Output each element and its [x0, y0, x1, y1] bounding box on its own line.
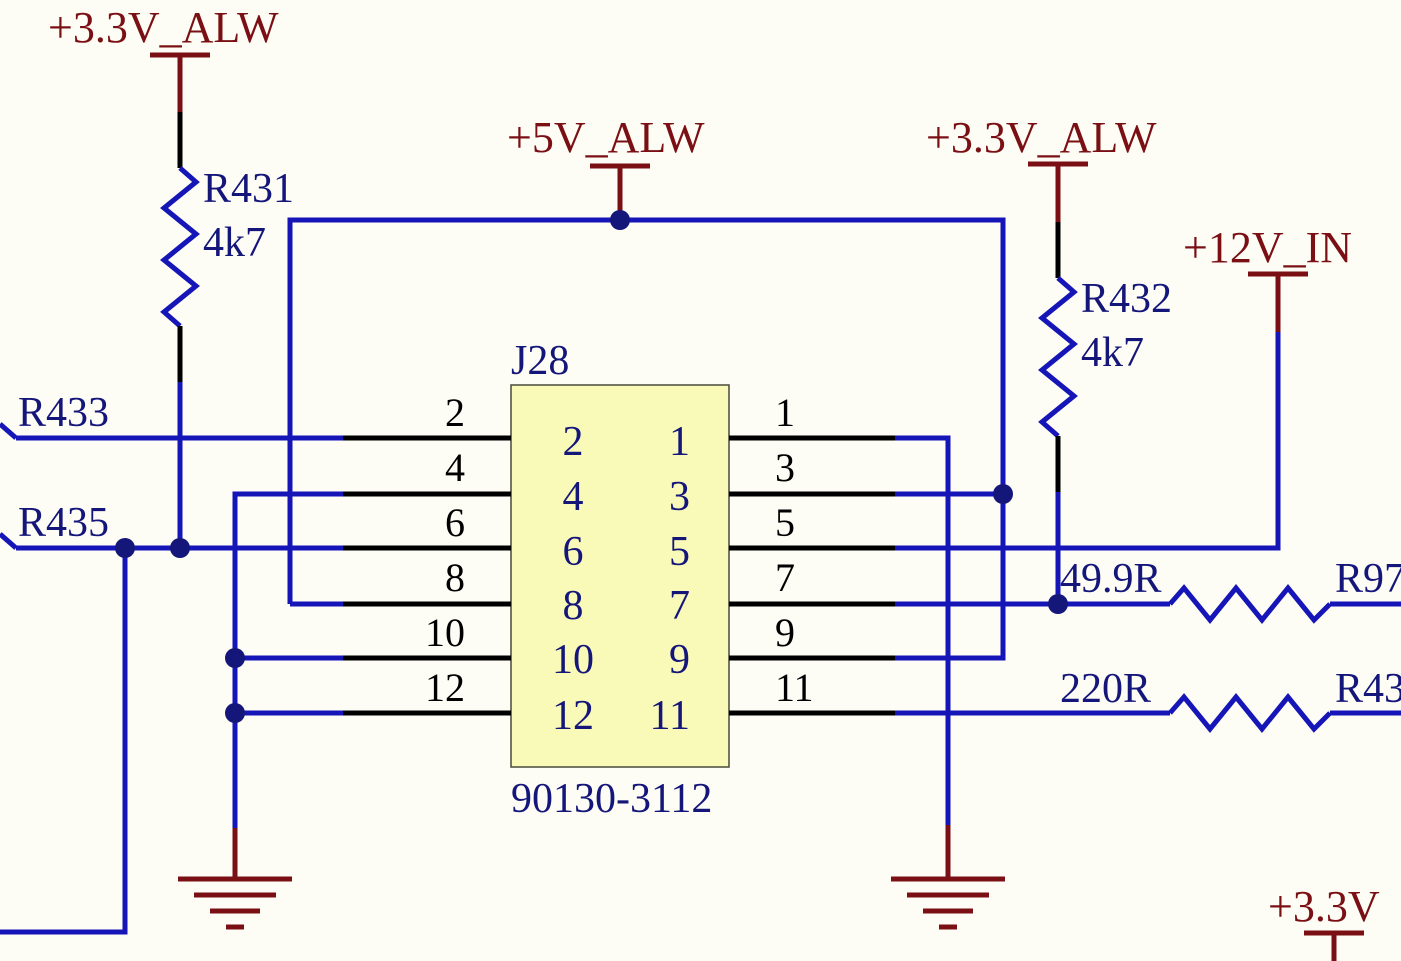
- r431-value-label: 4k7: [203, 220, 266, 266]
- ground-symbol-left: [178, 828, 292, 930]
- power-symbol-3v3-alw-left: +3.3V_ALW: [48, 3, 279, 168]
- junction-dot-r431: [170, 538, 190, 558]
- pin-number-outer: 1: [775, 390, 795, 435]
- power-symbol-5v-alw: +5V_ALW: [507, 113, 705, 218]
- power-label-5v-alw: +5V_ALW: [507, 113, 705, 162]
- power-label-3v3-bottom: +3.3V: [1268, 882, 1380, 931]
- junction-dot-pin3: [993, 484, 1013, 504]
- connector-ref-label: J28: [511, 338, 569, 384]
- pin-number-inner: 11: [650, 693, 690, 739]
- pin-number-outer: 12: [425, 665, 465, 710]
- r431-ref-label: R431: [203, 166, 294, 212]
- pin-number-inner: 2: [563, 419, 584, 465]
- pin-number-inner: 6: [563, 529, 584, 575]
- junction-dot-pin12: [225, 703, 245, 723]
- r432-value-label: 4k7: [1081, 330, 1144, 376]
- pin-number-outer: 4: [445, 445, 465, 490]
- junction-dot-r435: [115, 538, 135, 558]
- pin-number-outer: 3: [775, 445, 795, 490]
- power-symbol-3v3-bottom: +3.3V: [1268, 882, 1380, 961]
- junction-dot-pin10: [225, 648, 245, 668]
- pin-number-outer: 5: [775, 500, 795, 545]
- pin-number-outer: 11: [775, 665, 814, 710]
- connector-part-label: 90130-3112: [511, 776, 712, 822]
- pin-number-outer: 2: [445, 390, 465, 435]
- r432-ref-label: R432: [1081, 276, 1172, 322]
- r97-ref-label: R97: [1335, 556, 1401, 602]
- net-gnd-right: [895, 435, 951, 825]
- pin-number-outer: 8: [445, 555, 465, 600]
- pin-number-inner: 3: [669, 474, 690, 520]
- r97-value-label: 49.9R: [1060, 556, 1162, 602]
- net-gnd-left: [225, 491, 343, 828]
- ground-symbol-right: [891, 825, 1005, 930]
- r43-ref-label: R43: [1335, 666, 1401, 712]
- power-symbol-12v-in: +12V_IN: [895, 223, 1352, 551]
- pin-number-inner: 5: [669, 529, 690, 575]
- r435-ref-label: R435: [18, 500, 109, 546]
- junction-dot-5v: [610, 210, 630, 230]
- power-label-12v-in: +12V_IN: [1183, 223, 1352, 272]
- connector-body: [510, 384, 730, 768]
- junction-dot-pin7: [1048, 594, 1068, 614]
- pin-number-inner: 12: [552, 693, 594, 739]
- pin-number-inner: 4: [563, 474, 584, 520]
- resistor-r432[interactable]: R432 4k7: [1038, 276, 1172, 604]
- r433-ref-label: R433: [18, 390, 109, 436]
- r43-value-label: 220R: [1060, 666, 1151, 712]
- power-label-3v3-alw-right: +3.3V_ALW: [926, 113, 1157, 162]
- pin-number-outer: 7: [775, 555, 795, 600]
- pin-number-outer: 9: [775, 610, 795, 655]
- net-r433: R433: [0, 390, 343, 441]
- pin-number-outer: 10: [425, 610, 465, 655]
- pin-number-inner: 9: [669, 637, 690, 683]
- pin-number-outer: 6: [445, 500, 465, 545]
- resistor-r431[interactable]: R431 4k7: [160, 166, 294, 548]
- resistor-r43[interactable]: 220R R43: [1060, 666, 1401, 733]
- power-symbol-3v3-alw-right: +3.3V_ALW: [926, 113, 1157, 278]
- pin-number-inner: 1: [669, 419, 690, 465]
- net-pin7-r97: [895, 594, 1170, 614]
- net-5v-loop: [287, 210, 1013, 661]
- pin-number-inner: 8: [563, 583, 584, 629]
- pin-number-inner: 7: [669, 583, 690, 629]
- net-r435: R435: [0, 500, 343, 935]
- connector-j28[interactable]: J28 90130-3112 2 4 6 8 10 12 1 3 5 7 9 1…: [343, 338, 895, 822]
- pin-number-inner: 10: [552, 637, 594, 683]
- power-label-3v3-alw-left: +3.3V_ALW: [48, 3, 279, 52]
- resistor-r97[interactable]: 49.9R R97: [1060, 556, 1401, 624]
